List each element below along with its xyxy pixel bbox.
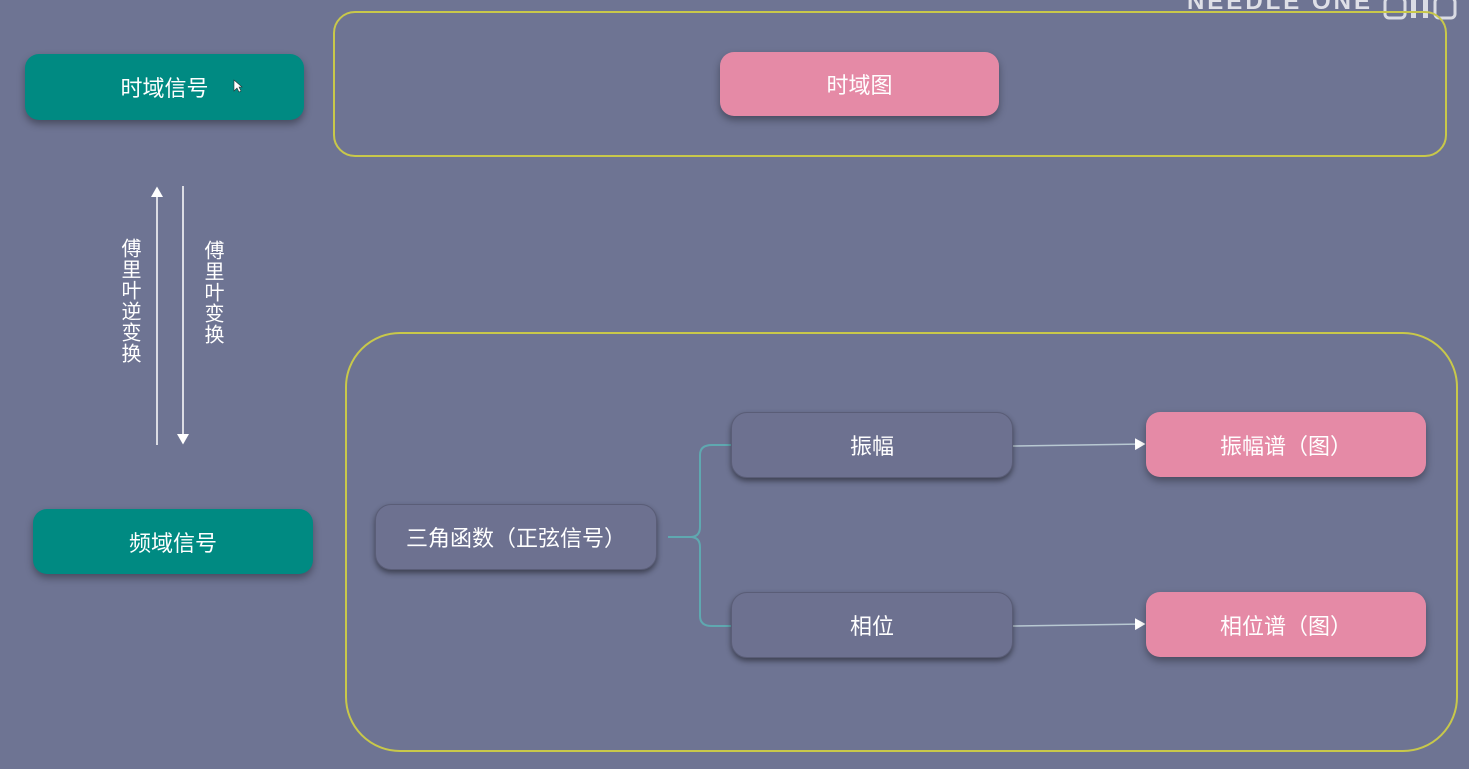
amplitude-label: 振幅	[849, 435, 894, 460]
time-domain-group	[333, 11, 1447, 157]
time-signal-node[interactable]: 时域信号	[25, 54, 304, 120]
time-plot-node[interactable]: 时域图	[720, 52, 999, 116]
phase-node[interactable]: 相位	[731, 592, 1013, 658]
amplitude-spectrum-label: 振幅谱（图）	[1219, 434, 1352, 460]
freq-signal-node[interactable]: 频域信号	[33, 509, 313, 574]
frequency-domain-group	[345, 332, 1458, 752]
phase-spectrum-label: 相位谱（图）	[1219, 614, 1352, 640]
amplitude-to-spectrum-arrow	[1012, 438, 1146, 451]
inverse-transform-label: 傅里叶逆变换	[118, 238, 142, 364]
amplitude-spectrum-node[interactable]: 振幅谱（图）	[1146, 412, 1426, 477]
time-signal-label: 时域信号	[120, 77, 209, 102]
phase-to-spectrum-arrow	[1012, 618, 1146, 631]
freq-signal-label: 频域信号	[128, 531, 217, 557]
bilibili-logo-icon	[1383, 0, 1457, 20]
phase-spectrum-node[interactable]: 相位谱（图）	[1146, 592, 1426, 657]
amplitude-node[interactable]: 振幅	[731, 412, 1013, 478]
trig-function-label: 三角函数（正弦信号）	[405, 527, 626, 552]
bracket-connector	[668, 444, 731, 627]
phase-label: 相位	[849, 615, 894, 640]
time-plot-label: 时域图	[826, 74, 893, 99]
forward-transform-label: 傅里叶变换	[201, 240, 225, 345]
trig-function-node[interactable]: 三角函数（正弦信号）	[375, 504, 657, 570]
cursor-icon	[233, 79, 243, 93]
